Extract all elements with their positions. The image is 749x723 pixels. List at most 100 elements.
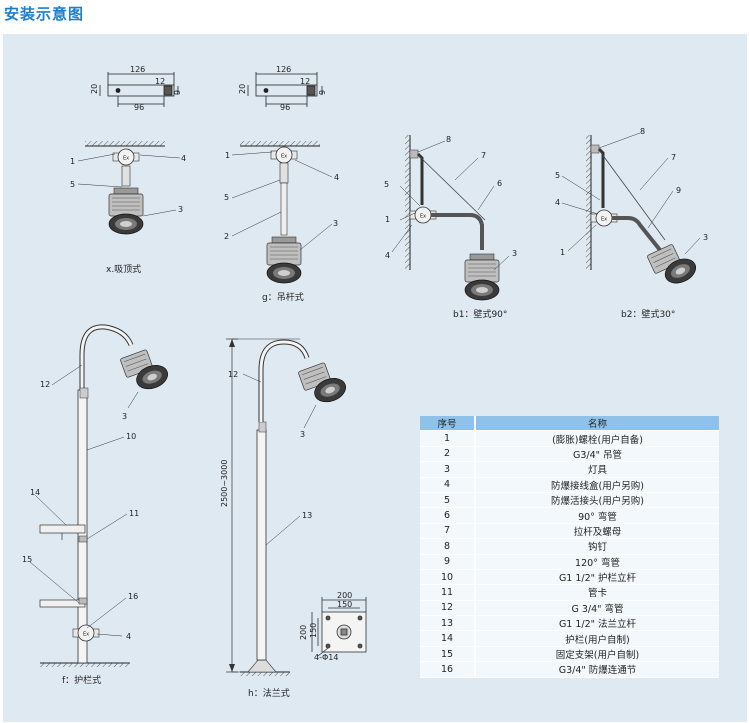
dim-96-g: 96 (280, 103, 290, 112)
row-no: 2 (420, 446, 475, 463)
dim-20-g: 20 (238, 84, 247, 94)
callout-6-b1: 6 (497, 179, 502, 188)
callout-4-b1: 4 (385, 251, 390, 260)
callout-3-b2: 3 (703, 233, 708, 242)
bracket-drawing-g (247, 72, 323, 107)
header-no: 序号 (420, 416, 475, 432)
caption-x: x.吸顶式 (106, 263, 141, 275)
callout-4-x: 4 (181, 154, 186, 163)
callout-7-b2: 7 (671, 153, 676, 162)
row-no: 5 (420, 492, 475, 509)
row-no: 16 (420, 661, 475, 678)
callout-3-x: 3 (178, 205, 183, 214)
row-name: 钩钉 (474, 538, 719, 555)
dim-150-top: 150 (337, 600, 352, 609)
dim-200-side: 200 (299, 625, 308, 640)
dim-126-g: 126 (276, 65, 291, 74)
row-name: 拉杆及螺母 (474, 523, 719, 540)
row-no: 13 (420, 615, 475, 632)
callout-5-x: 5 (70, 180, 75, 189)
caption-f: f：护栏式 (62, 674, 101, 686)
callout-3-f: 3 (122, 412, 127, 421)
callout-8-b2: 8 (640, 127, 645, 136)
dim-126-x: 126 (130, 65, 145, 74)
dim-200-top: 200 (337, 591, 352, 600)
caption-g: g：吊杆式 (262, 291, 304, 303)
ceiling-mount-x (77, 141, 181, 235)
dim-150-side: 150 (309, 623, 318, 638)
callout-15-f: 15 (22, 555, 32, 564)
flange-plate-detail (311, 597, 367, 657)
dim-holes: 4-Φ14 (314, 653, 338, 662)
dim-20-x: 20 (90, 84, 99, 94)
guardrail-mount-f (29, 324, 172, 667)
wall-mount-b2 (561, 132, 701, 292)
row-name: 120° 弯管 (474, 554, 719, 570)
dim-9-x: 9 (173, 90, 182, 95)
row-name: G1 1/2" 护栏立杆 (474, 569, 719, 586)
callout-3-g: 3 (333, 219, 338, 228)
callout-9-b2: 9 (676, 186, 681, 195)
callout-2-g: 2 (224, 232, 229, 241)
callout-1-b2: 1 (560, 248, 565, 257)
caption-h: h：法兰式 (248, 687, 290, 699)
callout-5-b2: 5 (555, 171, 560, 180)
table-row: 1(膨胀)螺栓(用户自备) (420, 430, 719, 447)
callout-8-b1: 8 (446, 135, 451, 144)
row-name: 防爆活接头(用户另购) (474, 492, 719, 509)
row-no: 8 (420, 538, 475, 555)
page-title: 安装示意图 (4, 5, 85, 23)
caption-b2: b2：壁式30° (621, 308, 675, 320)
callout-1-x: 1 (70, 157, 75, 166)
callout-4-f: 4 (126, 632, 131, 641)
row-name: (膨胀)螺栓(用户自备) (474, 430, 719, 447)
bracket-drawing-x (99, 72, 179, 107)
dim-height-h: 2500~3000 (220, 460, 229, 507)
row-no: 10 (420, 569, 475, 586)
callout-4-g: 4 (334, 173, 339, 182)
row-no: 14 (420, 630, 475, 647)
pendant-mount-g (231, 141, 333, 284)
callout-13-h: 13 (302, 511, 312, 520)
callout-10-f: 10 (126, 432, 136, 441)
row-name: 90° 弯管 (474, 507, 719, 524)
dim-96-x: 96 (134, 103, 144, 112)
header-name: 名称 (474, 416, 719, 432)
row-name: 防爆接线盒(用户另购) (474, 477, 719, 493)
row-no: 7 (420, 523, 475, 540)
callout-5-g: 5 (224, 193, 229, 202)
callout-3-h: 3 (300, 430, 305, 439)
row-no: 4 (420, 477, 475, 493)
row-name: 护栏(用户自制) (474, 630, 719, 647)
row-name: G 3/4" 弯管 (474, 600, 719, 617)
row-no: 9 (420, 554, 475, 570)
callout-4-b2: 4 (555, 198, 560, 207)
dim-12-x: 12 (155, 77, 165, 86)
row-no: 11 (420, 584, 475, 601)
flange-mount-h (226, 338, 350, 676)
callout-5-b1: 5 (384, 180, 389, 189)
caption-b1: b1：壁式90° (453, 308, 507, 320)
row-name: 管卡 (474, 584, 719, 601)
row-name: G3/4" 防爆连通节 (474, 661, 719, 678)
row-name: G1 1/2" 法兰立杆 (474, 615, 719, 632)
dim-9-g: 9 (318, 90, 327, 95)
callout-12-f: 12 (40, 380, 50, 389)
row-name: 固定支架(用户自制) (474, 646, 719, 663)
callout-14-f: 14 (30, 488, 40, 497)
